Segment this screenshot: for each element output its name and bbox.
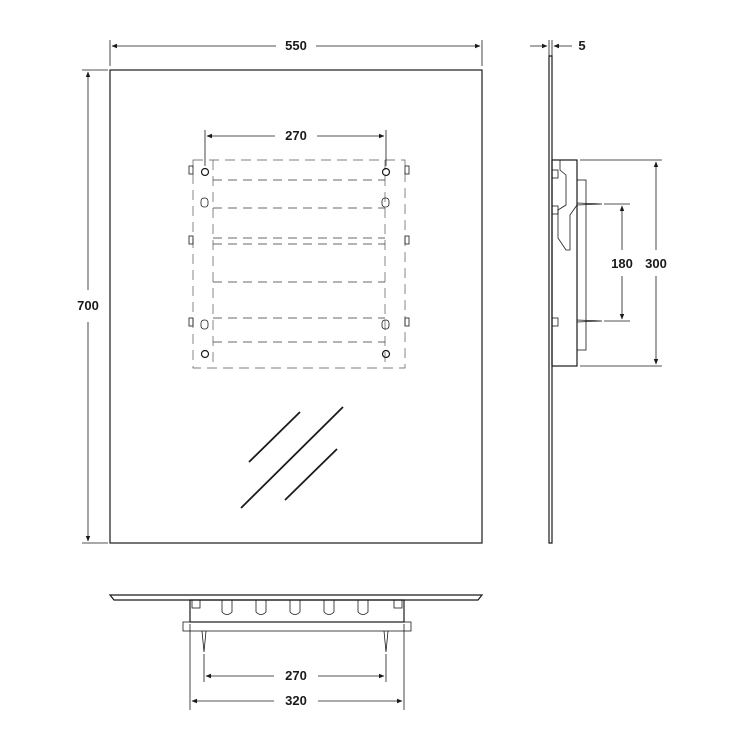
thickness-dimension: 5 — [530, 38, 586, 56]
bracket-height-dimension: 300 — [580, 159, 667, 367]
screw-spacing-dimension: 180 — [604, 203, 633, 322]
width-label: 550 — [285, 38, 307, 53]
bracket-width-dimension: 320 — [189, 624, 405, 710]
mirror-panel — [109, 69, 483, 544]
bracket-height-label: 300 — [645, 256, 667, 271]
front-hole-spacing-dimension: 270 — [204, 128, 387, 166]
glass-reflection-icon — [240, 406, 344, 509]
mirror-profile — [548, 55, 553, 544]
mirror-edge — [108, 594, 484, 601]
mount-hole-icon — [200, 167, 210, 177]
bracket-width-label: 320 — [285, 693, 307, 708]
bottom-hole-spacing-label: 270 — [285, 668, 307, 683]
bottom-view: 270 320 — [108, 594, 484, 710]
screw-spacing-label: 180 — [611, 256, 633, 271]
mount-hole-icon — [200, 349, 210, 359]
side-view: 5 300 180 — [530, 38, 667, 544]
thickness-label: 5 — [578, 38, 585, 53]
hidden-bracket — [188, 159, 410, 369]
height-label: 700 — [77, 298, 99, 313]
front-view: 550 700 — [77, 38, 483, 544]
width-dimension: 550 — [109, 38, 483, 66]
bottom-hole-spacing-dimension: 270 — [203, 654, 387, 683]
height-dimension: 700 — [77, 69, 108, 544]
front-hole-spacing-label: 270 — [285, 128, 307, 143]
mount-hole-icon — [381, 349, 391, 359]
mount-hole-icon — [381, 167, 391, 177]
